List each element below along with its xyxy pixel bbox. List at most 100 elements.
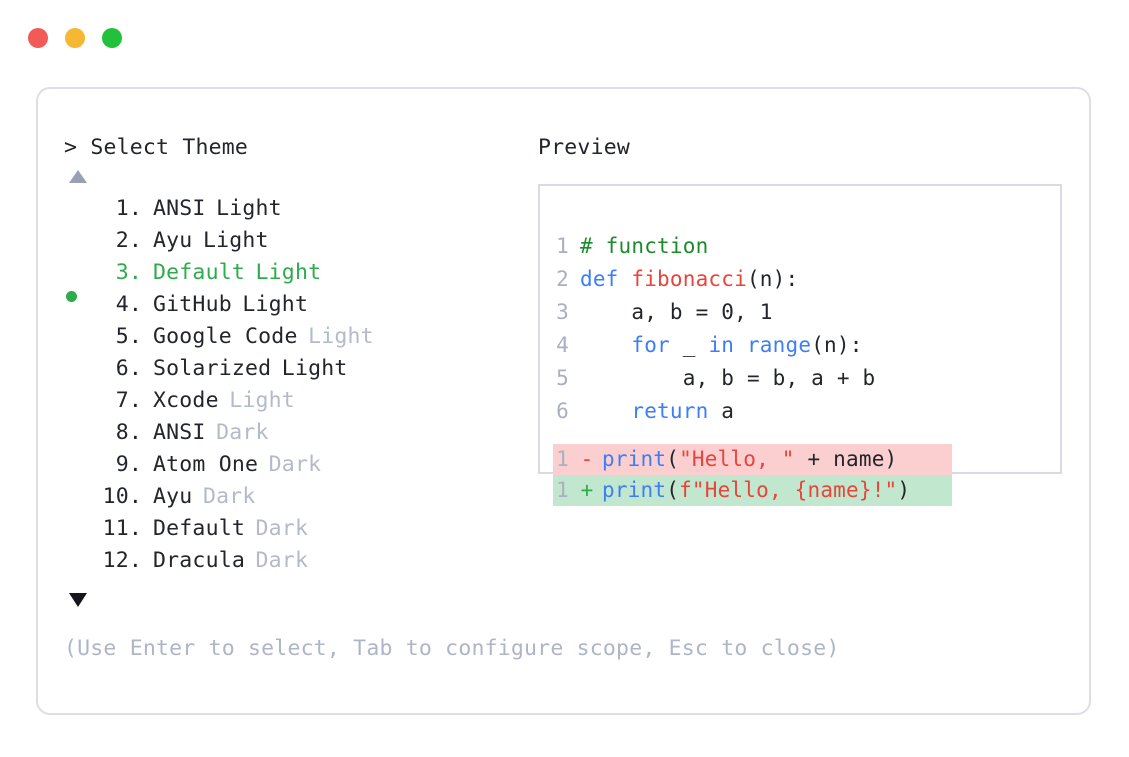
theme-item-index: 5. (115, 324, 142, 349)
theme-list-item[interactable]: 6. Solarized Light (64, 353, 534, 385)
theme-list-item[interactable]: 3. Default Light (64, 257, 534, 302)
theme-item-name: Solarized (153, 356, 272, 381)
theme-item-variant: Light (242, 292, 309, 317)
theme-item-name: Atom One (153, 452, 259, 477)
page-title: Select Theme (90, 135, 249, 160)
diff-block: 1-print("Hello, " + name)1+print(f"Hello… (553, 444, 1060, 506)
code-token: in range (708, 333, 812, 357)
theme-item-variant: Light (216, 196, 282, 221)
code-line-number: 5 (556, 366, 569, 390)
code-token: def (580, 267, 632, 291)
theme-list-item[interactable]: 11. Default Dark (64, 513, 534, 545)
theme-list-item[interactable]: 5. Google Code Light (64, 321, 534, 353)
theme-item-name: Ayu (153, 484, 193, 509)
code-line-number: 1 (556, 234, 569, 258)
theme-item-index: 12. (102, 548, 142, 573)
theme-item-index: 7. (115, 388, 142, 413)
theme-item-index: 6. (115, 356, 142, 381)
diff-line-number: 1 (556, 447, 569, 471)
theme-item-name: GitHub (153, 292, 232, 317)
code-token: a, b = 0, 1 (580, 300, 773, 324)
theme-item-index: 8. (115, 420, 142, 445)
theme-item-variant: Dark (255, 516, 309, 541)
theme-item-name: Xcode (153, 388, 219, 413)
theme-item-index: 9. (115, 452, 142, 477)
theme-list-item[interactable]: 7. Xcode Light (64, 385, 534, 417)
code-token: "Hello, " (679, 447, 795, 471)
diff-sign: + (580, 478, 594, 502)
code-line-content: a, b = 0, 1 (580, 296, 773, 329)
minimize-button[interactable] (65, 28, 85, 48)
theme-item-name: Google Code (153, 324, 298, 349)
code-line-number: 2 (556, 267, 569, 291)
code-line: 2 def fibonacci(n): (553, 263, 1060, 296)
theme-list-item[interactable]: 1. ANSI Light (64, 193, 534, 225)
theme-item-variant: Light (255, 260, 322, 285)
code-line-content: def fibonacci(n): (580, 263, 798, 296)
code-token (580, 399, 631, 423)
theme-item-variant: Light (308, 324, 374, 349)
code-token: f"Hello, {name}!" (679, 478, 898, 502)
code-line-content: return a (580, 395, 734, 428)
code-token: + name) (794, 447, 898, 471)
code-line-number: 3 (556, 300, 569, 324)
theme-list-item[interactable]: 8. ANSI Dark (64, 417, 534, 449)
code-line: 1 # function (553, 230, 1060, 263)
code-token: # function (580, 234, 709, 258)
code-line: 4 for _ in range(n): (553, 329, 1060, 362)
code-token: fibonacci (631, 267, 747, 291)
theme-item-name: ANSI (153, 420, 206, 445)
theme-item-name: Default (153, 516, 246, 541)
diff-line-removed: 1-print("Hello, " + name) (553, 444, 952, 475)
code-line-content: a, b = b, a + b (580, 362, 875, 395)
code-token: ( (666, 478, 680, 502)
theme-list-item[interactable]: 9. Atom One Dark (64, 449, 534, 481)
theme-item-variant: Light (229, 388, 295, 413)
theme-item-variant: Dark (216, 420, 269, 445)
theme-item-index: 10. (102, 484, 142, 509)
theme-item-variant: Dark (268, 452, 322, 477)
code-line: 3 a, b = 0, 1 (553, 296, 1060, 329)
maximize-button[interactable] (102, 28, 122, 48)
theme-item-index: 1. (115, 196, 142, 221)
code-token: _ (669, 333, 709, 357)
theme-item-name: ANSI (153, 196, 206, 221)
diff-line-added: 1+print(f"Hello, {name}!") (553, 475, 952, 506)
code-token: print (602, 478, 667, 502)
theme-item-index: 11. (102, 516, 142, 541)
theme-item-name: Dracula (153, 548, 246, 573)
code-line-number: 4 (556, 333, 569, 357)
footer-hint: (Use Enter to select, Tab to configure s… (64, 636, 840, 661)
code-token: a, b = b, a + b (580, 366, 876, 390)
theme-item-variant: Light (281, 356, 348, 381)
theme-item-index: 2. (115, 228, 142, 253)
scroll-down-icon[interactable] (69, 593, 87, 607)
theme-item-name: Ayu (153, 228, 193, 253)
diff-sign: - (580, 447, 594, 471)
code-line: 5 a, b = b, a + b (553, 362, 1060, 395)
prompt-line: > Select Theme (64, 133, 534, 163)
code-token: (n): (811, 333, 863, 357)
code-token: (n): (746, 267, 799, 291)
code-token (580, 333, 631, 357)
scroll-up-icon[interactable] (69, 170, 87, 183)
selected-dot-icon (66, 291, 77, 302)
code-line-content: # function (580, 230, 708, 263)
diff-line-number: 1 (556, 478, 569, 502)
code-line-number: 6 (556, 399, 569, 423)
code-token: for (631, 333, 670, 357)
theme-item-index: 3. (115, 260, 142, 285)
theme-item-name: Default (153, 260, 246, 285)
theme-list-item[interactable]: 2. Ayu Light (64, 225, 534, 257)
theme-item-variant: Light (202, 228, 269, 253)
code-token: ( (666, 447, 680, 471)
close-button[interactable] (28, 28, 48, 48)
